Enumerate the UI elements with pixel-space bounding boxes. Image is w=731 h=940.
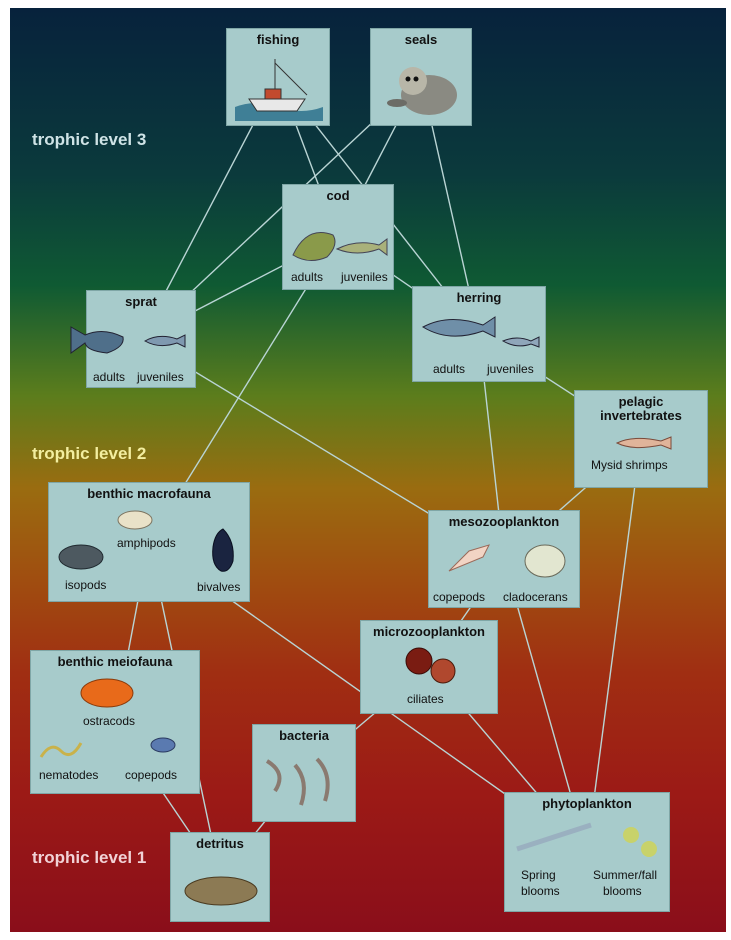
trophic-level-2-label: trophic level 2: [32, 444, 147, 463]
cod-adults-label: adults: [291, 270, 324, 284]
node-title: fishing: [256, 32, 300, 47]
amphipod-icon: [117, 510, 153, 530]
food-web-diagram: trophic level 3 trophic level 2 trophic …: [10, 8, 726, 932]
trophic-level-3-label: trophic level 3: [32, 130, 147, 149]
trophic-level-1-label: trophic level 1: [32, 848, 147, 867]
copepod-icon: [150, 737, 176, 753]
node-title: herring: [456, 290, 502, 305]
herring-adults-label: adults: [433, 362, 466, 376]
shrimp-icon: [615, 436, 672, 450]
ciliate-icon: [405, 647, 456, 684]
zooplankton-icon: [448, 544, 566, 578]
spring-blooms-label: blooms: [521, 884, 560, 898]
mysid-shrimps-label: Mysid shrimps: [591, 458, 668, 472]
bivalves-label: bivalves: [197, 580, 241, 594]
node-seals: seals: [370, 28, 472, 126]
node-herring: herring adults juveniles: [412, 286, 546, 382]
isopods-label: isopods: [65, 578, 107, 592]
amphipods-label: amphipods: [117, 536, 176, 550]
ostracod-icon: [80, 678, 134, 708]
sprat-juveniles-label: juveniles: [137, 370, 184, 384]
node-title: benthic macrofauna: [87, 486, 211, 501]
cod-fish-icon: [292, 232, 388, 261]
node-title: detritus: [196, 836, 244, 851]
detritus-icon: [184, 876, 258, 906]
mussel-icon: [212, 528, 234, 572]
node-title: phytoplankton: [542, 796, 632, 811]
copepods-label: copepods: [433, 590, 486, 604]
ciliates-label: ciliates: [407, 692, 444, 706]
node-title: mesozooplankton: [448, 514, 560, 529]
node-benthic-macrofauna: benthic macrofauna amphipods isopods biv…: [48, 482, 250, 602]
node-title-line1: pelagic: [618, 394, 664, 409]
node-title: benthic meiofauna: [57, 654, 173, 669]
node-benthic-meiofauna: benthic meiofauna ostracods nematodes co…: [30, 650, 200, 794]
node-fishing: fishing: [226, 28, 330, 126]
node-pelagic-invertebrates: pelagic invertebrates Mysid shrimps: [574, 390, 708, 488]
node-title: seals: [404, 32, 438, 47]
node-cod: cod adults juveniles: [282, 184, 394, 290]
summer-fall-blooms-label: blooms: [603, 884, 642, 898]
node-title: cod: [326, 188, 350, 203]
node-phytoplankton: phytoplankton Spring blooms Summer/fall …: [504, 792, 670, 912]
node-bacteria: bacteria: [252, 724, 356, 822]
phytoplankton-icon: [516, 822, 657, 857]
meiofauna-copepods-label: copepods: [125, 768, 178, 782]
node-detritus: detritus: [170, 832, 270, 922]
fishing-boat-icon: [235, 59, 323, 121]
ostracods-label: ostracods: [83, 714, 136, 728]
herring-fish-icon: [421, 316, 540, 348]
node-title: sprat: [125, 294, 157, 309]
cladocerans-label: cladocerans: [503, 590, 568, 604]
herring-juveniles-label: juveniles: [487, 362, 534, 376]
nematode-icon: [39, 742, 83, 758]
cod-juveniles-label: juveniles: [341, 270, 388, 284]
link-pelagic-phyto: [586, 438, 642, 853]
spring-label: Spring: [521, 868, 556, 882]
node-sprat: sprat adults juveniles: [70, 290, 196, 388]
node-mesozooplankton: mesozooplankton copepods cladocerans: [428, 510, 580, 608]
nematodes-label: nematodes: [39, 768, 99, 782]
node-microzooplankton: microzooplankton ciliates: [360, 620, 498, 714]
sprat-adults-label: adults: [93, 370, 126, 384]
node-title: bacteria: [279, 728, 329, 743]
isopod-icon: [58, 544, 104, 570]
node-title-line2: invertebrates: [600, 408, 682, 423]
summer-fall-label: Summer/fall: [593, 868, 658, 882]
node-title: microzooplankton: [373, 624, 485, 639]
bacteria-icon: [265, 757, 330, 806]
sprat-fish-icon: [70, 326, 186, 354]
seal-icon: [387, 67, 457, 115]
